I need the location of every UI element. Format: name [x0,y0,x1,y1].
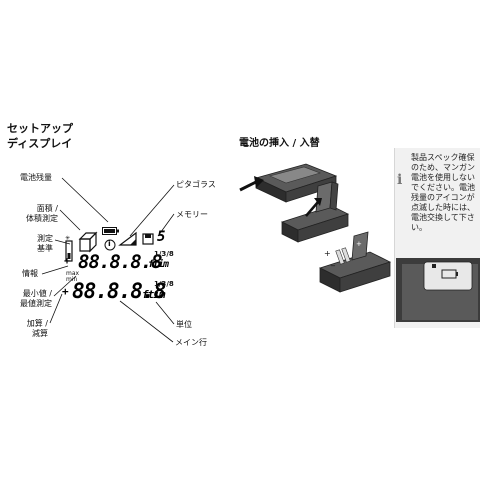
leader-minmax [53,275,77,297]
label-minmax: 最小値 / 最値測定 [20,289,52,308]
note-info-icon: i [397,172,403,188]
leader-memory [157,213,175,237]
label-info: 情報 [22,269,38,278]
label-addsub: 加算 / 減算 [26,319,48,338]
setup-heading: セットアップ ディスプレイ [7,121,73,151]
memory-icon [142,233,154,245]
label-reference: 測定 基準 [37,234,53,253]
fraction: 1/3/8 [154,250,174,258]
plus-sign-row2: + [62,285,69,298]
svg-text:✳: ✳ [65,235,70,242]
leader-pythagoras [129,184,175,237]
battery-section-heading: 電池の挿入 / 入替 [239,138,320,149]
leader-area [59,209,81,231]
row2-digits: 88.8.8.8 [72,279,166,303]
note-text: 製品スペック確保のため、マンガン電池を使用しないでください。電池残量のアイコンが… [411,153,475,232]
label-battery: 電池残量 [20,173,52,182]
setup-heading-line2: ディスプレイ [7,137,73,150]
svg-text:−: − [330,262,336,270]
info-icon [104,239,116,251]
battery-icon [102,227,119,235]
leader-addsub [49,293,63,324]
leader-info [41,265,69,275]
arrow-insert-icon [239,176,264,192]
svg-text:+: + [356,240,362,248]
device-open-cover [280,181,350,243]
minmax-indicator: max min [66,270,80,283]
cube-icon [78,231,98,253]
row2-unit: ftim [142,288,165,301]
label-pythagoras: ピタゴラス [176,180,216,189]
battery-insertion-illustration: + − + [239,163,392,293]
plus-sign-row1: + [64,256,70,267]
leader-main-line [119,300,174,343]
device-batteries: + − + [318,231,392,293]
setup-heading-line1: セットアップ [7,122,73,135]
fraction-row2: 1/3/8 [154,280,174,288]
leader-reference [54,239,71,245]
label-area-volume: 面積 / 体積測定 [26,204,58,223]
leader-battery [61,177,109,223]
memory-symbol: 5 [157,229,166,245]
leader-unit [155,301,175,325]
row1-unit: ftim [148,259,169,270]
battery-warning-illustration [396,258,480,322]
pythagoras-icon [118,231,137,246]
label-memory: メモリー [176,210,208,219]
label-main-line: メイン行 [175,338,207,347]
lcd-display: ✳ i 5 + 88.8.8.8 ftim 1/3/8 max min + 88… [62,225,174,310]
info-symbol: i [108,239,111,248]
label-unit: 単位 [176,320,192,329]
row1-digits: 88.8.8.8 [78,251,163,273]
svg-text:+: + [324,249,331,258]
reference-icon: ✳ [65,235,73,262]
